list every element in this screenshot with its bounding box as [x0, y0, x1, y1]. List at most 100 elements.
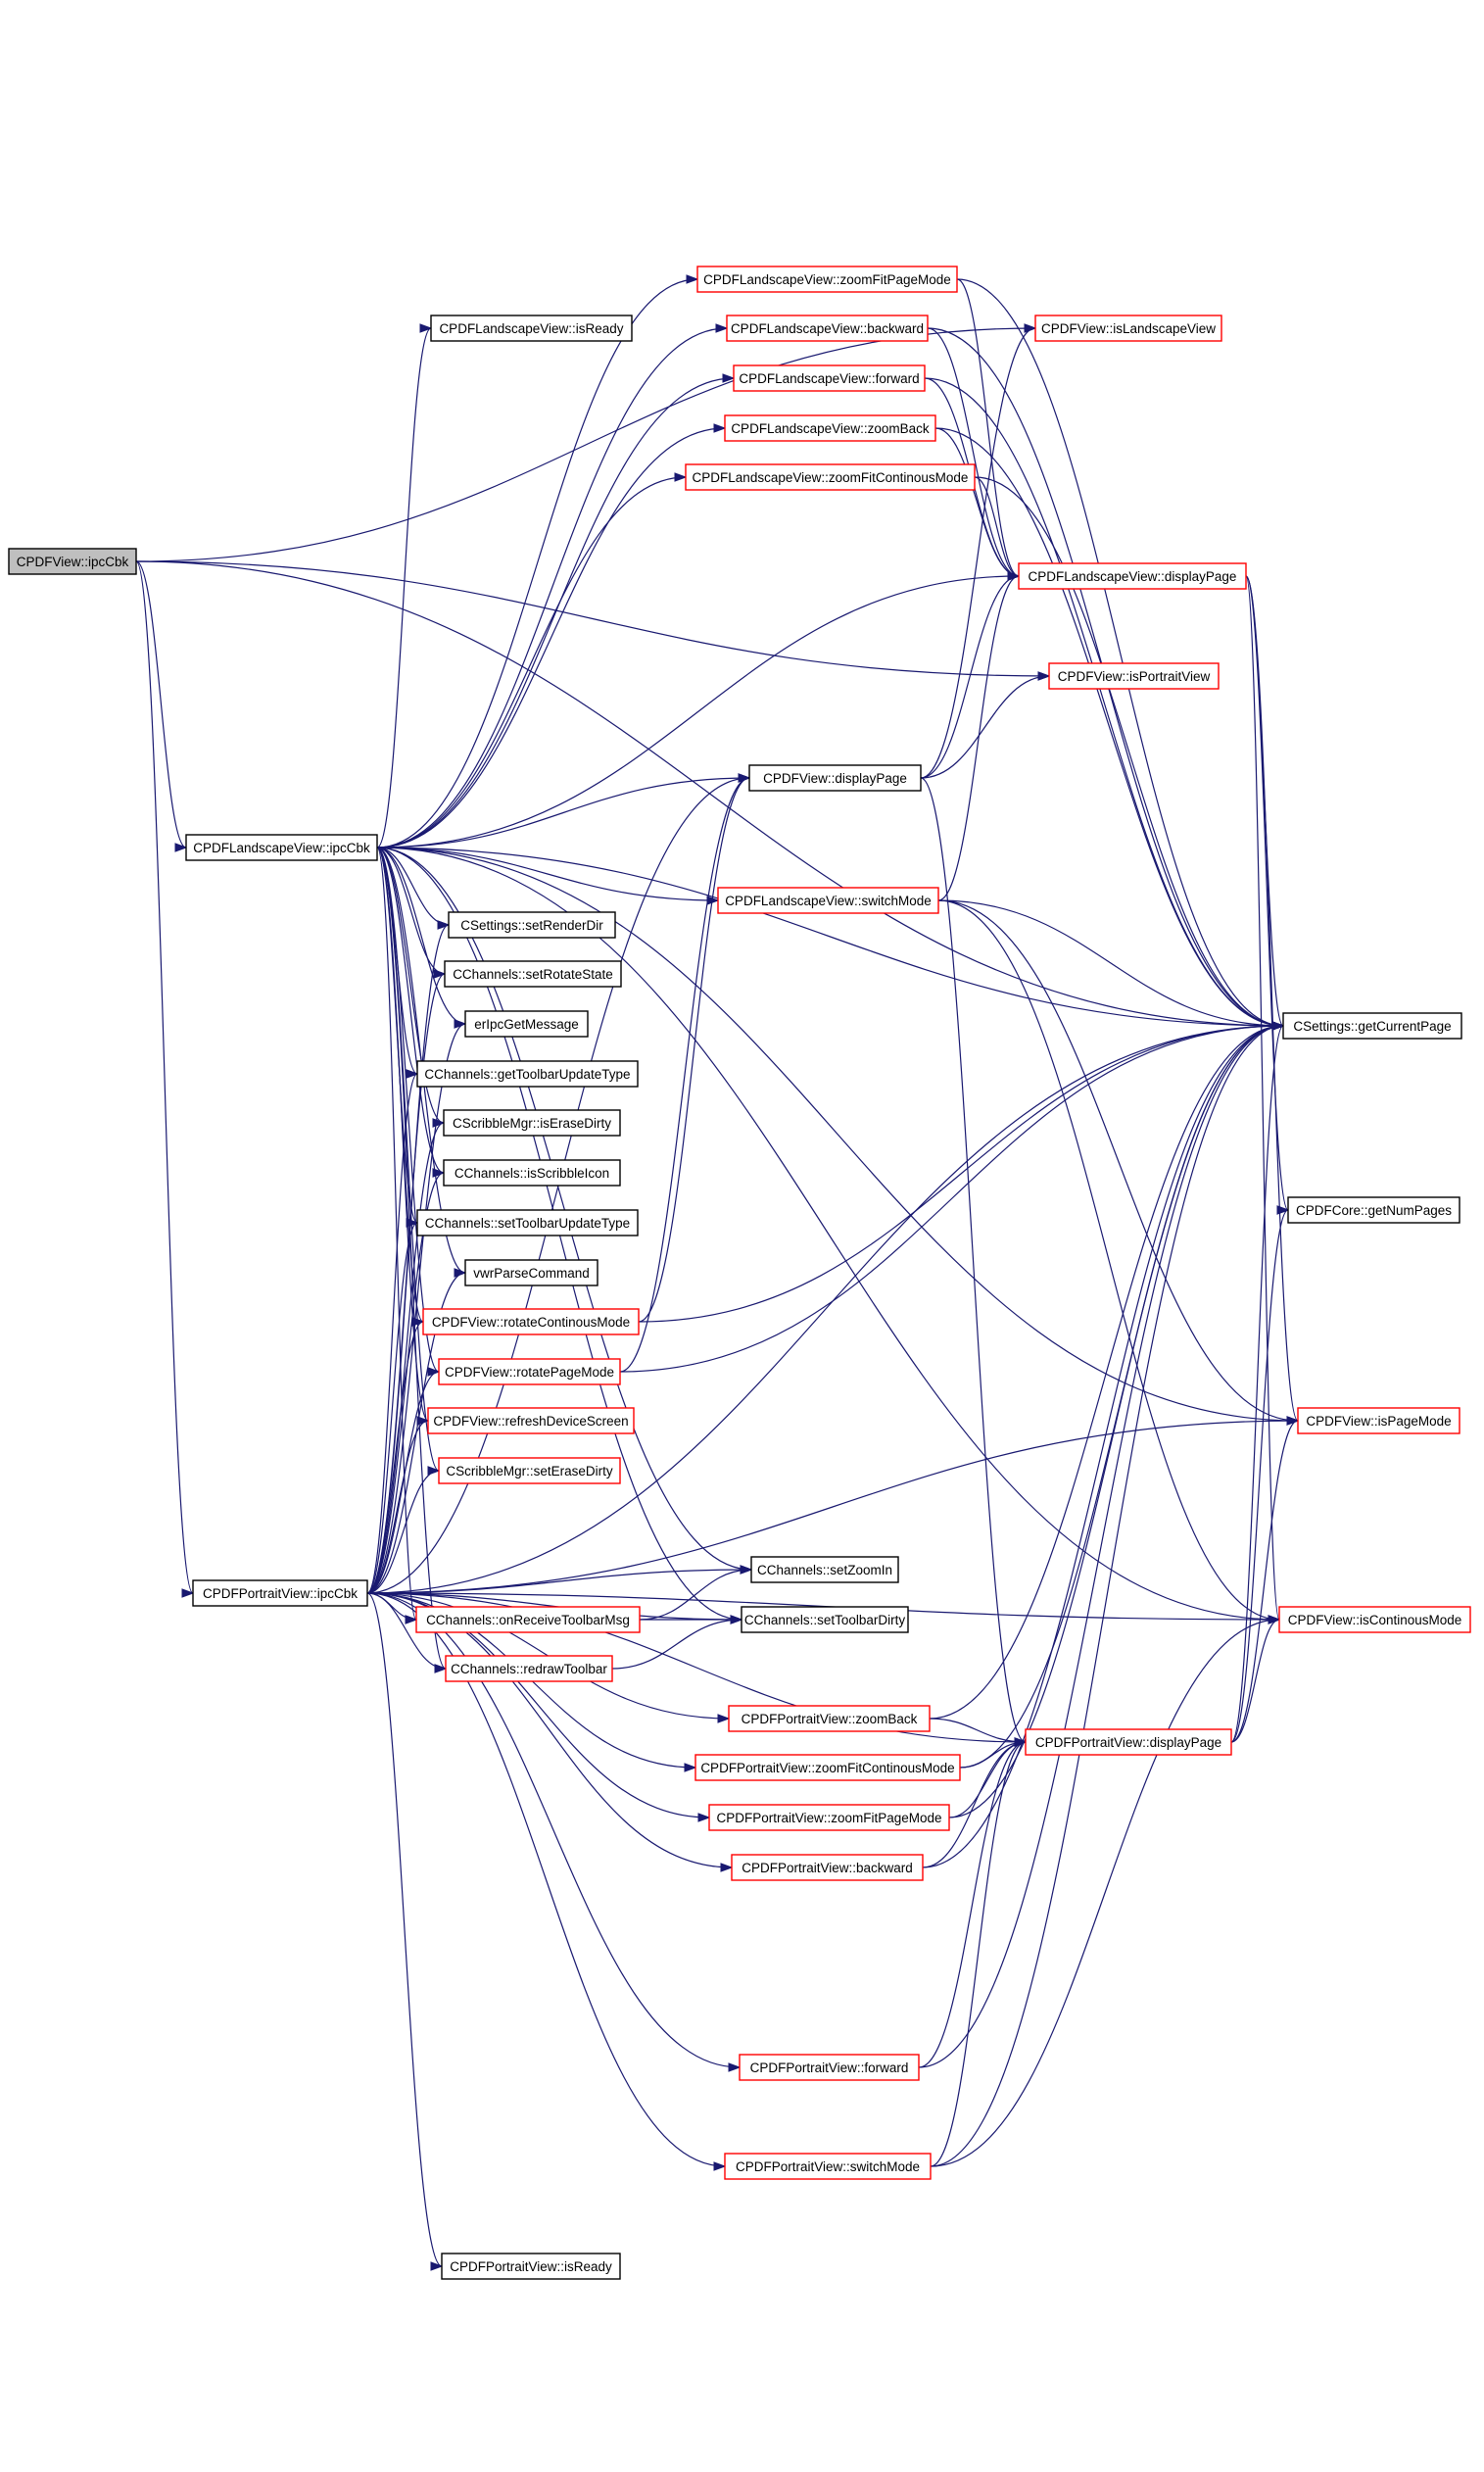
node-box — [724, 2153, 932, 2180]
edge-line — [376, 847, 446, 975]
node-label: CPDFLandscapeView::forward — [739, 371, 919, 386]
node-label: CChannels::redrawToolbar — [451, 1662, 607, 1676]
node-label: CPDFView::isLandscapeView — [1041, 321, 1216, 336]
call-edge-lipc-to-lzfcm — [376, 472, 688, 848]
call-edge-rotcont-to-vdisp — [638, 773, 751, 1323]
node-vwrparse: vwrParseCommand — [464, 1259, 598, 1286]
edge-arrowhead — [674, 472, 688, 482]
node-box — [443, 1109, 621, 1137]
node-root: CPDFView::ipcCbk — [8, 548, 137, 575]
node-redraw[interactable]: CChannels::redrawToolbar — [445, 1655, 613, 1682]
edge-arrowhead — [740, 1565, 753, 1575]
node-iscont[interactable]: CPDFView::isContinousMode — [1278, 1606, 1471, 1633]
node-seterase[interactable]: CScribbleMgr::setEraseDirty — [438, 1457, 621, 1484]
node-box — [708, 1804, 950, 1831]
edge-arrowhead — [1037, 671, 1051, 681]
edge-line — [366, 1172, 445, 1594]
edge-line — [376, 575, 1020, 848]
node-onrecv[interactable]: CChannels::onReceiveToolbarMsg — [415, 1606, 641, 1633]
call-edge-pdisp-to-getnum — [1230, 1205, 1290, 1743]
edge-line — [376, 847, 752, 1571]
edge-arrowhead — [427, 1466, 441, 1476]
edge-line — [918, 1025, 1284, 2068]
node-box — [415, 1606, 641, 1633]
edge-arrowhead — [427, 1367, 441, 1377]
edge-line — [920, 675, 1050, 779]
edge-arrowhead — [437, 920, 451, 930]
node-island[interactable]: CPDFView::isLandscapeView — [1034, 315, 1222, 342]
node-lzfpm[interactable]: CPDFLandscapeView::zoomFitPageMode — [696, 266, 958, 293]
call-edge-lipc-to-lback — [376, 323, 729, 848]
edge-line — [948, 1025, 1284, 1818]
node-label: CSettings::setRenderDir — [460, 918, 603, 933]
node-label: CPDFView::refreshDeviceScreen — [433, 1414, 628, 1429]
edge-line — [366, 1592, 443, 2267]
node-box — [733, 364, 926, 392]
edge-line — [376, 327, 728, 848]
call-edge-pswitch-to-getcur — [930, 1021, 1285, 2167]
node-label: CScribbleMgr::isEraseDirty — [453, 1116, 611, 1131]
call-edge-root-to-lipc — [135, 560, 188, 852]
call-edge-root-to-getcur — [135, 560, 1285, 1031]
edge-line — [376, 847, 429, 1422]
edge-arrowhead — [432, 1168, 446, 1178]
call-edge-pswitch-to-pdisp — [930, 1737, 1028, 2167]
node-ldisp[interactable]: CPDFLandscapeView::displayPage — [1018, 562, 1247, 590]
node-label: CPDFPortraitView::isReady — [450, 2259, 612, 2274]
edge-arrowhead — [1268, 1615, 1281, 1624]
node-pzfcm[interactable]: CPDFPortraitView::zoomFitContinousMode — [694, 1754, 961, 1781]
edge-arrowhead — [717, 1714, 731, 1723]
node-box — [741, 1606, 909, 1633]
call-edge-lback-to-ldisp — [927, 327, 1021, 581]
node-label: CPDFLandscapeView::displayPage — [1029, 569, 1237, 584]
node-settbtype: CChannels::setToolbarUpdateType — [416, 1209, 639, 1236]
edge-line — [918, 1741, 1027, 2068]
edge-arrowhead — [1014, 1737, 1028, 1747]
node-box — [8, 548, 137, 575]
node-rotcont[interactable]: CPDFView::rotateContinousMode — [422, 1308, 640, 1335]
node-label: CPDFPortraitView::switchMode — [736, 2159, 920, 2174]
edge-arrowhead — [454, 1268, 467, 1278]
node-label: CChannels::setRotateState — [453, 967, 613, 982]
node-lzfcm[interactable]: CPDFLandscapeView::zoomFitContinousMode — [685, 463, 976, 491]
node-pfwd[interactable]: CPDFPortraitView::forward — [739, 2054, 920, 2081]
edge-line — [1245, 575, 1289, 1211]
call-edge-lipc-to-vdisp — [376, 773, 751, 848]
edge-line — [1245, 575, 1299, 1422]
node-label: CPDFPortraitView::zoomFitPageMode — [716, 1811, 941, 1825]
edge-arrowhead — [715, 323, 729, 333]
node-lswitch[interactable]: CPDFLandscapeView::switchMode — [717, 887, 939, 914]
node-box — [724, 414, 936, 442]
edge-line — [638, 1025, 1284, 1323]
edge-line — [956, 278, 1284, 1027]
node-box — [464, 1259, 598, 1286]
edge-arrowhead — [432, 1118, 446, 1128]
node-pswitch[interactable]: CPDFPortraitView::switchMode — [724, 2153, 932, 2180]
edge-arrowhead — [728, 2062, 742, 2072]
node-pdisp[interactable]: CPDFPortraitView::displayPage — [1025, 1728, 1232, 1756]
node-refresh[interactable]: CPDFView::refreshDeviceScreen — [427, 1407, 635, 1434]
node-lfwd[interactable]: CPDFLandscapeView::forward — [733, 364, 926, 392]
node-pback[interactable]: CPDFPortraitView::backward — [731, 1854, 924, 1881]
call-edge-lswitch-to-ispage — [937, 899, 1300, 1426]
node-ispage[interactable]: CPDFView::isPageMode — [1297, 1407, 1460, 1434]
node-isport[interactable]: CPDFView::isPortraitView — [1048, 662, 1220, 690]
edge-line — [929, 1718, 1027, 1743]
call-edge-onrecv-to-setzoomin — [639, 1565, 753, 1621]
edge-arrowhead — [720, 1863, 734, 1872]
node-lzback[interactable]: CPDFLandscapeView::zoomBack — [724, 414, 936, 442]
call-edge-vdisp-to-pdisp — [920, 777, 1028, 1747]
node-lback[interactable]: CPDFLandscapeView::backward — [726, 315, 929, 342]
edge-line — [366, 1592, 710, 1818]
node-pzfpm[interactable]: CPDFPortraitView::zoomFitPageMode — [708, 1804, 950, 1831]
node-rotpage[interactable]: CPDFView::rotatePageMode — [438, 1358, 621, 1385]
node-label: CPDFPortraitView::backward — [742, 1861, 913, 1875]
node-pzback[interactable]: CPDFPortraitView::zoomBack — [728, 1705, 931, 1732]
node-label: CPDFLandscapeView::ipcCbk — [193, 841, 370, 855]
node-box — [726, 315, 929, 342]
call-edge-pfwd-to-pdisp — [918, 1737, 1028, 2068]
node-lipc: CPDFLandscapeView::ipcCbk — [185, 834, 378, 861]
node-label: CChannels::setZoomIn — [757, 1563, 892, 1577]
node-box — [717, 887, 939, 914]
node-box — [1278, 1606, 1471, 1633]
